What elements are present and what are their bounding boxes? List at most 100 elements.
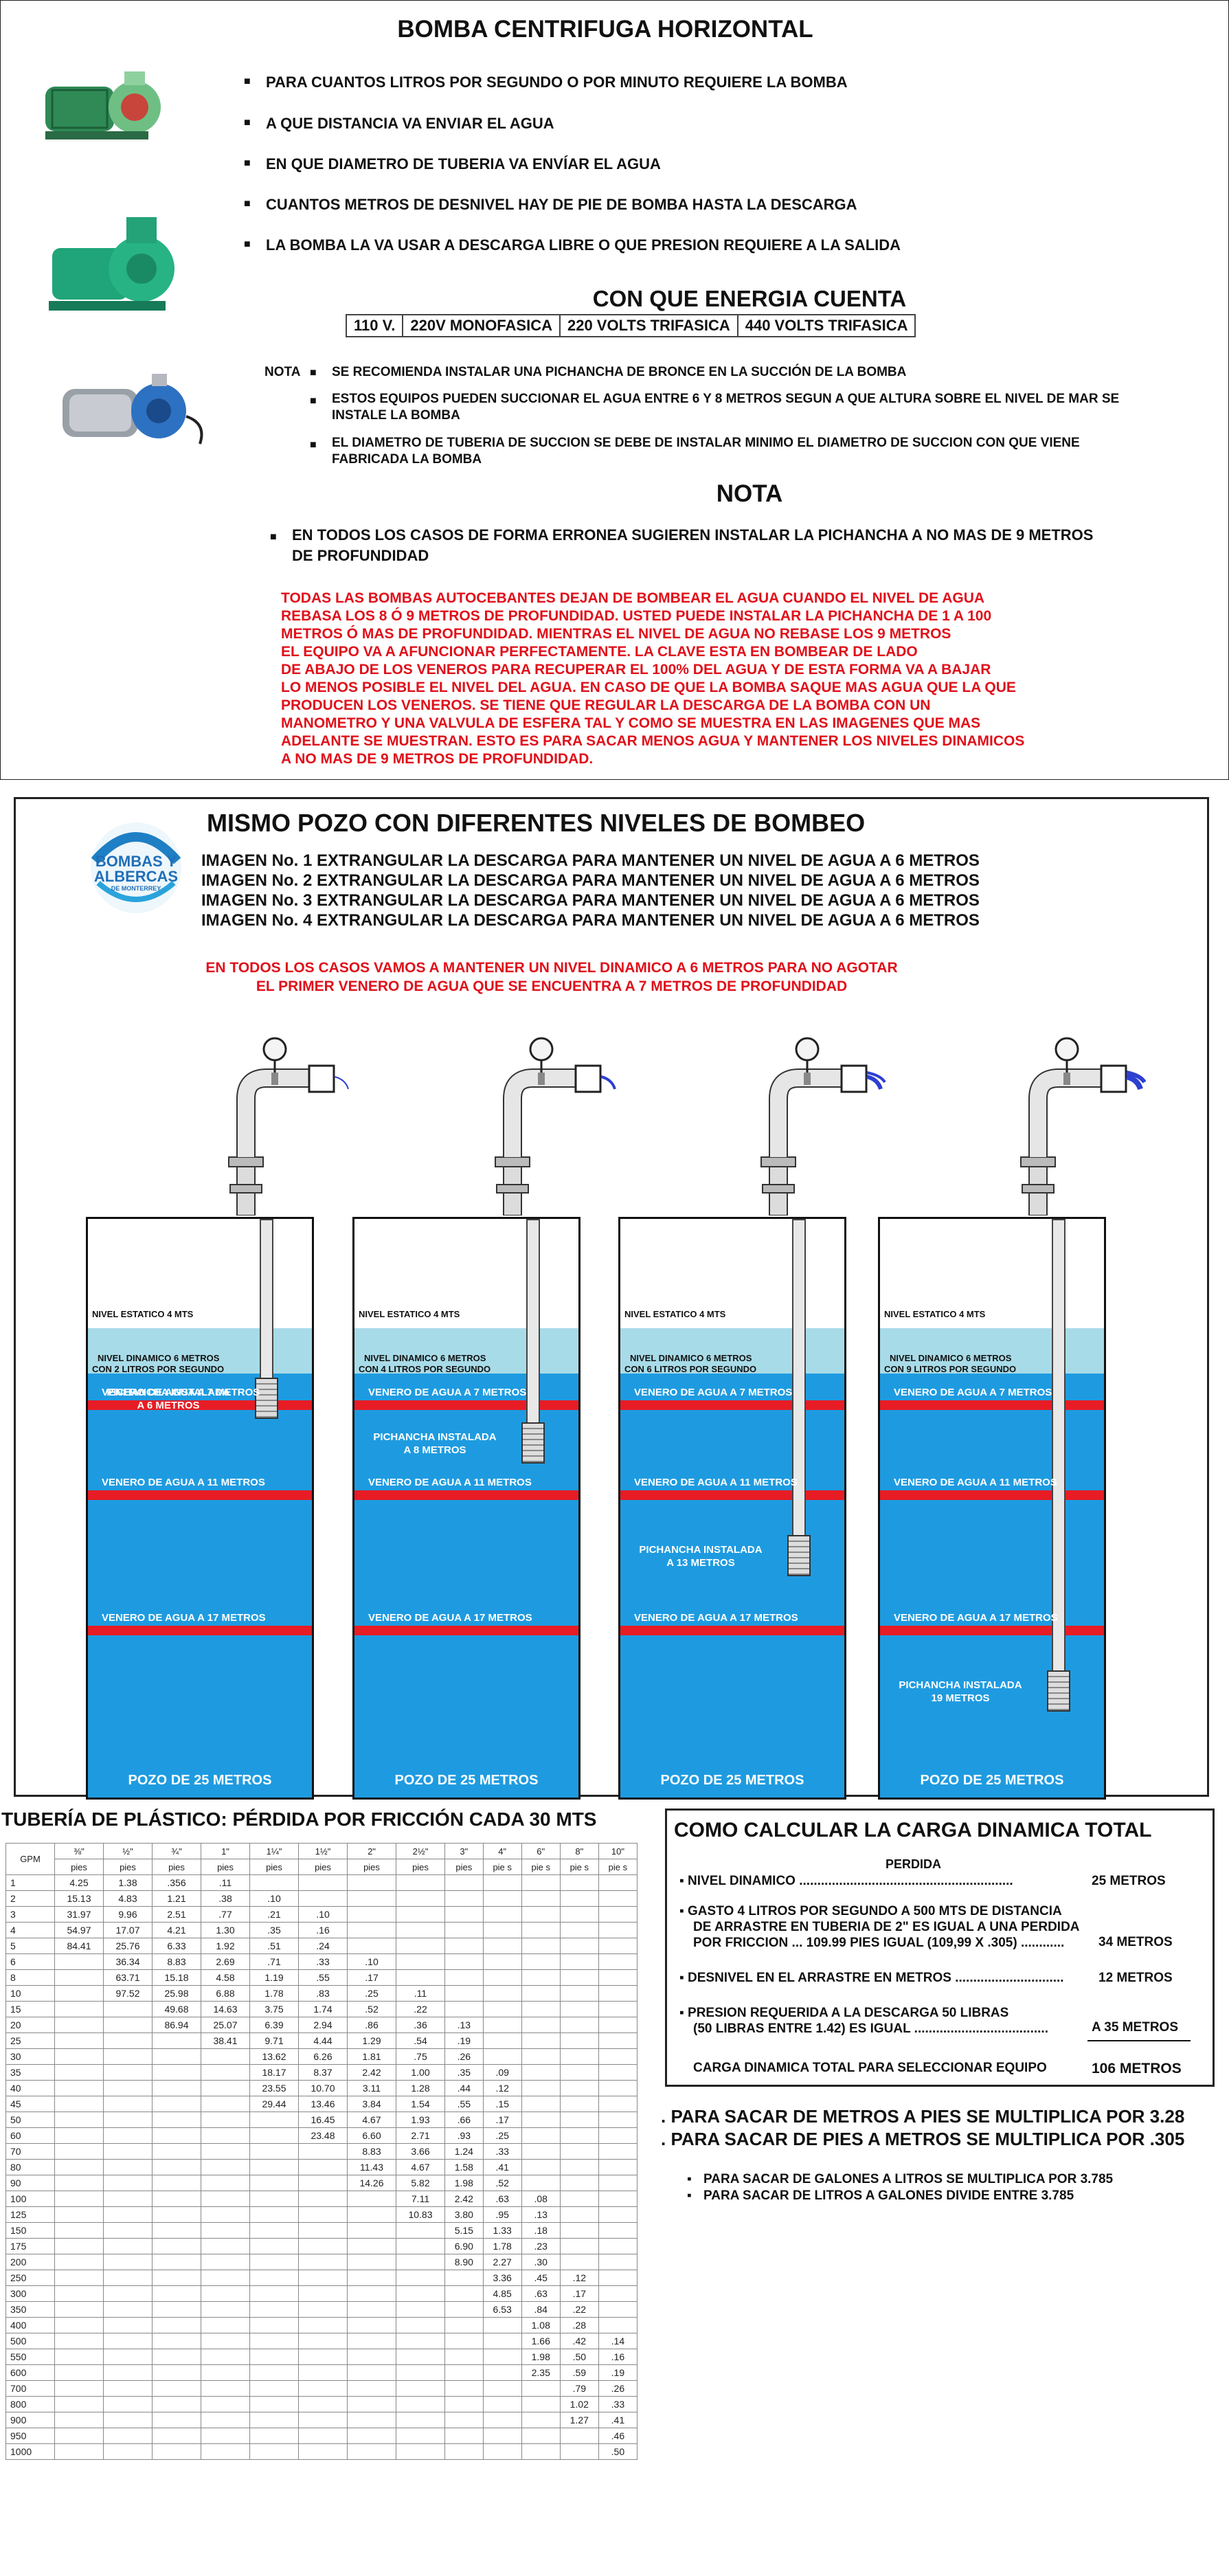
- unit-header: pies: [298, 1859, 348, 1875]
- pump-image-3: [63, 374, 203, 445]
- friction-cell: [521, 2001, 561, 2017]
- friction-cell: .24: [298, 1938, 348, 1954]
- friction-cell: 1.98: [521, 2349, 561, 2365]
- gpm-cell: 500: [5, 2333, 55, 2349]
- discharge-piping-icon: [495, 1037, 616, 1216]
- friction-cell: [521, 2096, 561, 2112]
- friction-cell: [559, 2222, 599, 2239]
- friction-cell: [249, 2206, 299, 2223]
- friction-cell: .35: [444, 2064, 484, 2081]
- friction-cell: 3.84: [347, 2096, 396, 2112]
- friction-cell: [482, 1969, 522, 1986]
- water-vein-line: [354, 1625, 578, 1635]
- red-line: ADELANTE SE MUESTRAN. ESTO ES PARA SACAR…: [281, 733, 1025, 749]
- friction-cell: [559, 2127, 599, 2144]
- friction-cell: [347, 2285, 396, 2302]
- friction-cell: [152, 2317, 201, 2333]
- friction-cell: 3.11: [347, 2080, 396, 2096]
- friction-cell: [103, 2364, 153, 2381]
- water-vein-line: [880, 1490, 1104, 1500]
- friction-cell: .17: [482, 2112, 522, 2128]
- friction-cell: [444, 1890, 484, 1907]
- friction-cell: .55: [444, 2096, 484, 2112]
- friction-cell: [347, 2254, 396, 2270]
- friction-cell: .08: [521, 2191, 561, 2207]
- friction-cell: 1.81: [347, 2048, 396, 2065]
- friction-cell: [521, 2064, 561, 2081]
- friction-cell: [482, 1938, 522, 1954]
- friction-cell: [347, 2206, 396, 2223]
- gpm-cell: 175: [5, 2238, 55, 2254]
- vein-11-label: VENERO DE AGUA A 11 METROS: [368, 1476, 532, 1488]
- friction-cell: [347, 2317, 396, 2333]
- friction-cell: [54, 2017, 104, 2033]
- friction-cell: 4.67: [396, 2159, 445, 2175]
- friction-cell: .55: [298, 1969, 348, 1986]
- friction-cell: [444, 1874, 484, 1891]
- friction-cell: [559, 1906, 599, 1923]
- friction-cell: [347, 2428, 396, 2444]
- gpm-cell: 350: [5, 2301, 55, 2318]
- friction-cell: .10: [298, 1906, 348, 1923]
- suction-pipe: [792, 1219, 806, 1537]
- discharge-piping-icon: [228, 1037, 349, 1216]
- friction-cell: [396, 2317, 445, 2333]
- gpm-cell: 35: [5, 2064, 55, 2081]
- friction-cell: [521, 2396, 561, 2412]
- friction-cell: [54, 2143, 104, 2160]
- friction-cell: [598, 2127, 638, 2144]
- friction-cell: [54, 1953, 104, 1970]
- friction-cell: [444, 2301, 484, 2318]
- friction-cell: [152, 2380, 201, 2397]
- friction-cell: [559, 2443, 599, 2460]
- friction-cell: [444, 2380, 484, 2397]
- friction-cell: 16.45: [298, 2112, 348, 2128]
- friction-cell: 1.78: [482, 2238, 522, 2254]
- friction-cell: [298, 1874, 348, 1891]
- friction-cell: [201, 2127, 250, 2144]
- friction-cell: .44: [444, 2080, 484, 2096]
- friction-cell: [559, 2428, 599, 2444]
- friction-cell: .35: [249, 1922, 299, 1938]
- friction-cell: [201, 2191, 250, 2207]
- friction-cell: .33: [598, 2396, 638, 2412]
- friction-cell: 13.46: [298, 2096, 348, 2112]
- friction-cell: .86: [347, 2017, 396, 2033]
- friction-cell: 6.60: [347, 2127, 396, 2144]
- friction-cell: [54, 2238, 104, 2254]
- friction-cell: [598, 1985, 638, 2002]
- pipe-size-header: 1¼": [249, 1843, 299, 1859]
- pipe-size-header: 2": [347, 1843, 396, 1859]
- gpm-cell: 4: [5, 1922, 55, 1938]
- energy-title: CON QUE ENERGIA CUENTA: [592, 286, 907, 311]
- friction-cell: [521, 2048, 561, 2065]
- well-air: [354, 1219, 578, 1329]
- unit-header: pie s: [598, 1859, 638, 1875]
- friction-cell: [249, 2364, 299, 2381]
- friction-cell: [347, 2380, 396, 2397]
- water-vein-line: [620, 1400, 844, 1410]
- friction-cell: [103, 2159, 153, 2175]
- friction-cell: [54, 1985, 104, 2002]
- table-row: 1000.50: [5, 2443, 638, 2460]
- friction-cell: [396, 1922, 445, 1938]
- friction-cell: 13.62: [249, 2048, 299, 2065]
- pipe-size-header: 1½": [298, 1843, 348, 1859]
- friction-cell: [444, 1953, 484, 1970]
- friction-cell: [201, 2222, 250, 2239]
- friction-cell: [103, 2317, 153, 2333]
- friction-cell: 10.83: [396, 2206, 445, 2223]
- friction-cell: [559, 2206, 599, 2223]
- unit-header: pie s: [559, 1859, 599, 1875]
- friction-cell: [152, 2396, 201, 2412]
- friction-cell: [152, 2364, 201, 2381]
